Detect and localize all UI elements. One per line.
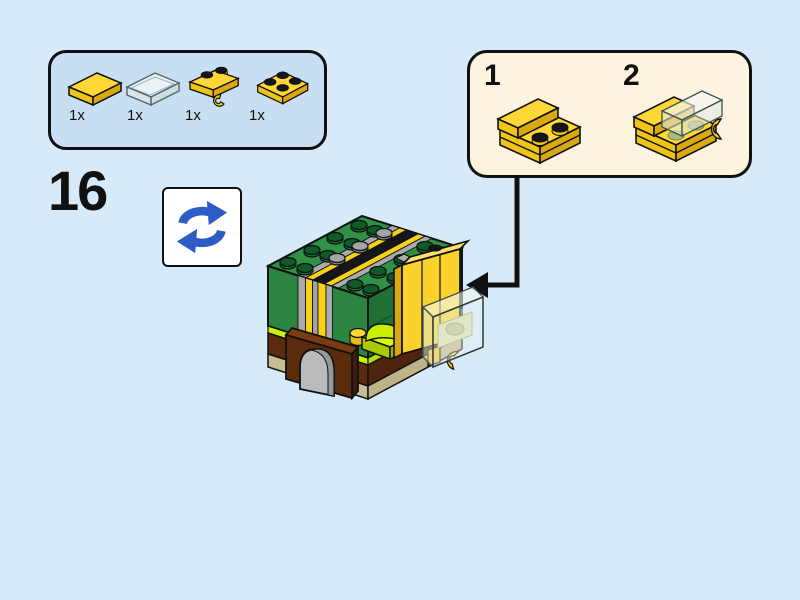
plate-1x2-with-clip-yellow-icon — [188, 66, 240, 107]
step-number: 16 — [48, 159, 108, 222]
part-item: 1x — [63, 57, 127, 123]
substep-2-label: 2 — [623, 59, 640, 92]
subassembly-step-1-image — [496, 98, 582, 165]
tile-1x2-trans-clear-icon — [125, 72, 181, 107]
substeps-callout: 1 2 — [467, 50, 752, 178]
part-qty: 1x — [127, 107, 143, 124]
subassembly-step-2-image — [632, 90, 724, 163]
part-item: 1x — [179, 57, 251, 123]
parts-list-panel: 1x 1x 1x — [48, 50, 327, 150]
rotate-icon — [176, 200, 228, 254]
brickheadz-bee-model — [265, 214, 485, 401]
substep-1-label: 1 — [484, 59, 501, 92]
tile-1x2-yellow-icon — [67, 72, 123, 107]
part-qty: 1x — [69, 107, 85, 124]
part-qty: 1x — [249, 107, 265, 124]
part-item: 1x — [121, 57, 185, 123]
part-qty: 1x — [185, 107, 201, 124]
plate-2x2-yellow-icon — [256, 71, 310, 105]
part-item: 1x — [243, 57, 319, 123]
callout-arrow-icon — [466, 175, 520, 298]
rotate-hint-box — [162, 187, 242, 267]
